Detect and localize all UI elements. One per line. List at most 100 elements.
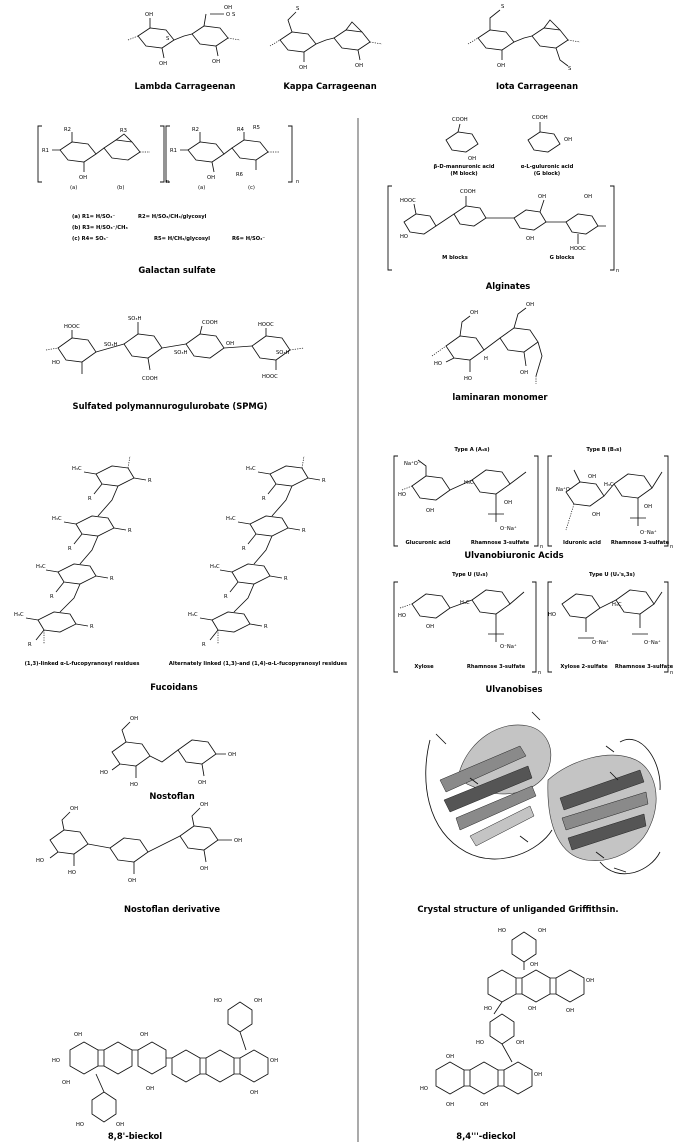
r-label: R <box>90 624 94 630</box>
oh-label: OH <box>480 1102 488 1108</box>
oh-label: OH <box>146 1086 154 1092</box>
rhamnose-label: Rhamnose 3-sulfate <box>467 664 526 670</box>
griffithsin-ribbon <box>425 711 661 875</box>
r1-label: R1 <box>170 148 177 154</box>
oh-label: OH <box>538 928 546 934</box>
h3c-label: H₃C <box>226 516 236 522</box>
oh-label: OH <box>526 302 534 308</box>
oh-label: OH <box>200 866 208 872</box>
oh-label: OH <box>234 838 242 844</box>
ho-label: HO <box>52 1058 60 1064</box>
ho-label: HO <box>36 858 44 864</box>
h3c-label: H₃C <box>460 600 470 606</box>
repeat-n: n <box>538 670 541 676</box>
oh-label: OH <box>534 1072 542 1078</box>
subunit-label: (a) <box>70 185 77 191</box>
definition-line: R6= H/SO₃⁻ <box>232 236 265 242</box>
oh-label: OH <box>140 1032 148 1038</box>
repeat-n: n <box>670 544 673 550</box>
spmg-structure: HOOC SO₃H COOH HOOC SO₃H SO₃H SO₃H HO CO… <box>45 316 305 382</box>
h3c-label: H₃C <box>52 516 62 522</box>
h3c-label: H₃C <box>612 602 622 608</box>
sodium-label: O⁻Na⁺ <box>592 640 609 646</box>
h3c-label: H₃C <box>14 612 24 618</box>
lambda-carrageenan-caption: Lambda Carrageenan <box>135 81 236 91</box>
oh-label: OH <box>588 474 596 480</box>
s-label: S <box>501 4 504 10</box>
r-label: R <box>264 624 268 630</box>
oh-label: OH <box>79 175 87 181</box>
r5-label: R5 <box>253 125 260 131</box>
m-name: β-D-mannuronic acid <box>434 164 495 170</box>
bieckol-caption: 8,8'-bieckol <box>108 1131 162 1141</box>
iota-carrageenan-caption: Iota Carrageenan <box>496 81 578 91</box>
ulvanobises-structures: Type U (U₃s) HO OH H₃C O⁻Na⁺ n Xylose Rh… <box>393 572 674 676</box>
griffithsin-caption: Crystal structure of unliganded Griffith… <box>417 904 618 914</box>
subunit-label: (a) <box>198 185 205 191</box>
lambda-carrageenan-structure: OH OH OH OH O S S <box>127 5 241 67</box>
repeat-n: n <box>616 268 619 274</box>
repeat-n: n <box>166 179 169 185</box>
sodium-label: O⁻Na⁺ <box>640 530 657 536</box>
repeat-n: n <box>296 179 299 185</box>
cooh-label: COOH <box>460 189 476 195</box>
oh-label: OH <box>226 341 234 347</box>
r6-label: R6 <box>236 172 243 178</box>
cooh-label: COOH <box>532 115 548 121</box>
ho-label: HO <box>398 492 406 498</box>
ulvanobiuronic-structures: Type A (A₃s) Na⁺O⁻ O⁻Na⁺ H₃C OH HO OH n … <box>393 447 673 550</box>
spmg-caption: Sulfated polymannurogulurobate (SPMG) <box>73 401 268 411</box>
ho-label: HO <box>68 870 76 876</box>
fucoidans-left-structure: H₃C H₃C H₃C H₃C R R R R R R R R <box>14 455 152 648</box>
r-label: R <box>224 594 228 600</box>
r1-label: R1 <box>42 148 49 154</box>
ulvanobises-caption: Ulvanobises <box>485 684 542 694</box>
subunit-label: (c) <box>248 185 255 191</box>
oh-label: OH <box>145 12 153 18</box>
nostoflan-structure: OH HO HO OH OH <box>100 716 236 788</box>
ho-label: HO <box>100 770 108 776</box>
r-label: R <box>110 576 114 582</box>
ho-label: HO <box>464 376 472 382</box>
oh-label: OH <box>516 1040 524 1046</box>
ho-label: HO <box>76 1122 84 1128</box>
oh-label: OH <box>116 1122 124 1128</box>
ulvanobiuronic-caption: Ulvanobiuronic Acids <box>464 550 563 560</box>
r4-label: R4 <box>237 127 245 133</box>
oh-label: OH <box>497 63 505 69</box>
oh-label: OH <box>446 1054 454 1060</box>
m-blocks-label: M blocks <box>442 255 468 261</box>
cooh-label: COOH <box>202 320 218 326</box>
h3c-label: H₃C <box>464 480 474 486</box>
r2-label: R2 <box>192 127 199 133</box>
ho-label: HO <box>400 234 408 240</box>
oh-label: OH <box>254 998 262 1004</box>
ho-label: HO <box>420 1086 428 1092</box>
hooc-label: HOOC <box>570 246 586 252</box>
r-label: R <box>322 478 326 484</box>
h-label: H <box>484 356 488 362</box>
oh-label: OH <box>446 1102 454 1108</box>
oh-label: OH <box>520 370 528 376</box>
rhamnose-label: Rhamnose 3-sulfate <box>615 664 674 670</box>
s-label: S <box>296 6 299 12</box>
oh-label: OH <box>528 1006 536 1012</box>
h3c-label: H₃C <box>188 612 198 618</box>
galactan-sulfate-caption: Galactan sulfate <box>138 265 216 275</box>
cooh-label: COOH <box>452 117 468 123</box>
glucuronic-label: Glucuronic acid <box>405 540 450 546</box>
oh-label: OH <box>198 780 206 786</box>
sodium-label: Na⁺O⁻ <box>556 487 573 493</box>
o-label: O <box>226 12 230 18</box>
nostoflan-derivative-structure: OH OH HO HO OH OH OH <box>36 802 242 884</box>
type-b-label: Type B (B₃s) <box>586 447 621 453</box>
bieckol-structure: HO OH OH HO OH OH OH OH OH HO OH <box>52 998 278 1128</box>
oh-label: OH <box>74 1032 82 1038</box>
sodium-label: Na⁺O⁻ <box>404 461 421 467</box>
oh-label: OH <box>299 65 307 71</box>
subunit-label: (b) <box>117 185 124 191</box>
r-label: R <box>50 594 54 600</box>
oh-label: OH <box>62 1080 70 1086</box>
oh-label: OH <box>128 878 136 884</box>
hooc-label: HOOC <box>258 322 274 328</box>
